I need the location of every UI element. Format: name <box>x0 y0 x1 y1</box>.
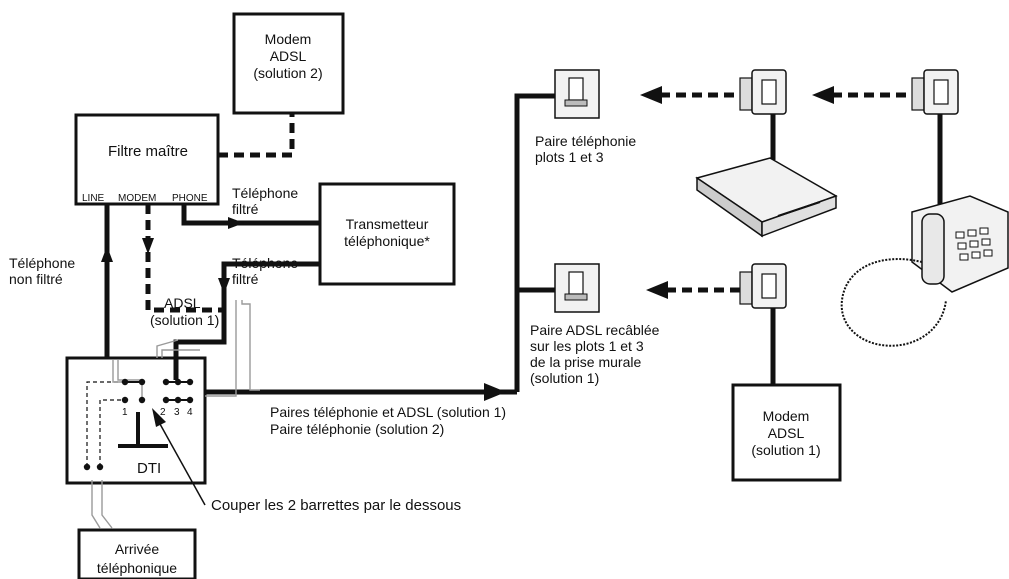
modem-solution1-line3: (solution 1) <box>751 442 820 458</box>
telephone-non-filtre-line1: Téléphone <box>9 255 75 271</box>
transmetteur-line2: téléphonique* <box>344 233 430 249</box>
telephone-filtre-1-line1: Téléphone <box>232 185 298 201</box>
paire-telephonie-line2: plots 1 et 3 <box>535 149 604 165</box>
filtre-maitre-box: Filtre maître LINE MODEM PHONE <box>74 113 220 206</box>
telephone-filtre-2-line1: Téléphone <box>232 255 298 271</box>
dti-label: DTI <box>137 460 161 477</box>
wall-socket-icon <box>554 69 600 119</box>
paire-telephonie-line1: Paire téléphonie <box>535 133 636 149</box>
transmetteur-box: Transmetteur téléphonique* <box>318 182 456 286</box>
arrow-left-socket2 <box>646 281 668 299</box>
dashed-connections <box>142 86 912 313</box>
modem-solution2-line2: ADSL <box>270 48 307 64</box>
telephone-non-filtre-line2: non filtré <box>9 271 63 287</box>
dti-thin-dashed <box>86 381 125 467</box>
arrow-up-line <box>101 246 113 262</box>
port-modem-label: MODEM <box>118 193 156 204</box>
paire-adsl-line1: Paire ADSL recâblée <box>530 322 660 338</box>
phone-filter-plug-icon <box>739 263 787 309</box>
cut-pointer <box>152 408 206 506</box>
filtre-maitre-title: Filtre maître <box>108 143 188 160</box>
adsl-solution1-line1: ADSL <box>164 295 201 311</box>
modem-solution2-line1: Modem <box>265 31 312 47</box>
telephone-filtre-1-line2: filtré <box>232 201 259 217</box>
paire-adsl-line4: (solution 1) <box>530 370 599 386</box>
couper-label: Couper les 2 barrettes par le dessous <box>211 497 461 514</box>
port-line-label: LINE <box>82 193 105 204</box>
dash-filtre-to-modem2 <box>218 113 295 158</box>
wall-socket-icon <box>554 263 600 313</box>
modem-adsl-solution-2-box: Modem ADSL (solution 2) <box>232 12 345 115</box>
wire-transmetteur-down <box>173 261 320 380</box>
arrivee-line1: Arrivée <box>115 541 160 557</box>
arrow-down-modem <box>142 238 154 254</box>
arrow-left-filter <box>812 86 834 104</box>
paires-line2: Paire téléphonie (solution 2) <box>270 421 444 437</box>
dti-pin-3: 3 <box>174 407 180 418</box>
arrivee-line2: téléphonique <box>97 560 177 576</box>
wire-trunk-vertical <box>514 93 555 392</box>
modem-adsl-solution-1-box: Modem ADSL (solution 1) <box>731 383 842 482</box>
dti-pin-1: 1 <box>122 407 128 418</box>
wiring <box>101 93 943 401</box>
paire-adsl-line3: de la prise murale <box>530 354 641 370</box>
modem-solution2-line3: (solution 2) <box>253 65 322 81</box>
transmetteur-line1: Transmetteur <box>346 216 429 232</box>
arrivee-telephonique-box: Arrivée téléphonique <box>77 528 197 579</box>
wire-phone-to-transmetteur <box>181 204 320 226</box>
grey-wires <box>91 300 260 529</box>
adsl-solution1-line2: (solution 1) <box>150 312 219 328</box>
phone-filter-plug-icon <box>911 69 959 115</box>
telephone-filtre-2-line2: filtré <box>232 271 259 287</box>
port-phone-label: PHONE <box>172 193 208 204</box>
modem-solution1-line1: Modem <box>763 408 810 424</box>
telephone-icon <box>840 195 1009 347</box>
modem-solution1-line2: ADSL <box>768 425 805 441</box>
dti-pin-4: 4 <box>187 407 193 418</box>
arrow-down-transmetteur <box>218 278 230 294</box>
phone-filter-plug-icon <box>739 69 787 115</box>
paire-adsl-line2: sur les plots 1 et 3 <box>530 338 644 354</box>
modem-device-icon <box>695 157 838 238</box>
dti-pin-2: 2 <box>160 407 166 418</box>
arrow-left-socket1 <box>640 86 662 104</box>
arrow-right-transmetteur <box>228 217 244 229</box>
paires-line1: Paires téléphonie et ADSL (solution 1) <box>270 404 506 420</box>
arrow-right-sockets <box>484 383 506 401</box>
